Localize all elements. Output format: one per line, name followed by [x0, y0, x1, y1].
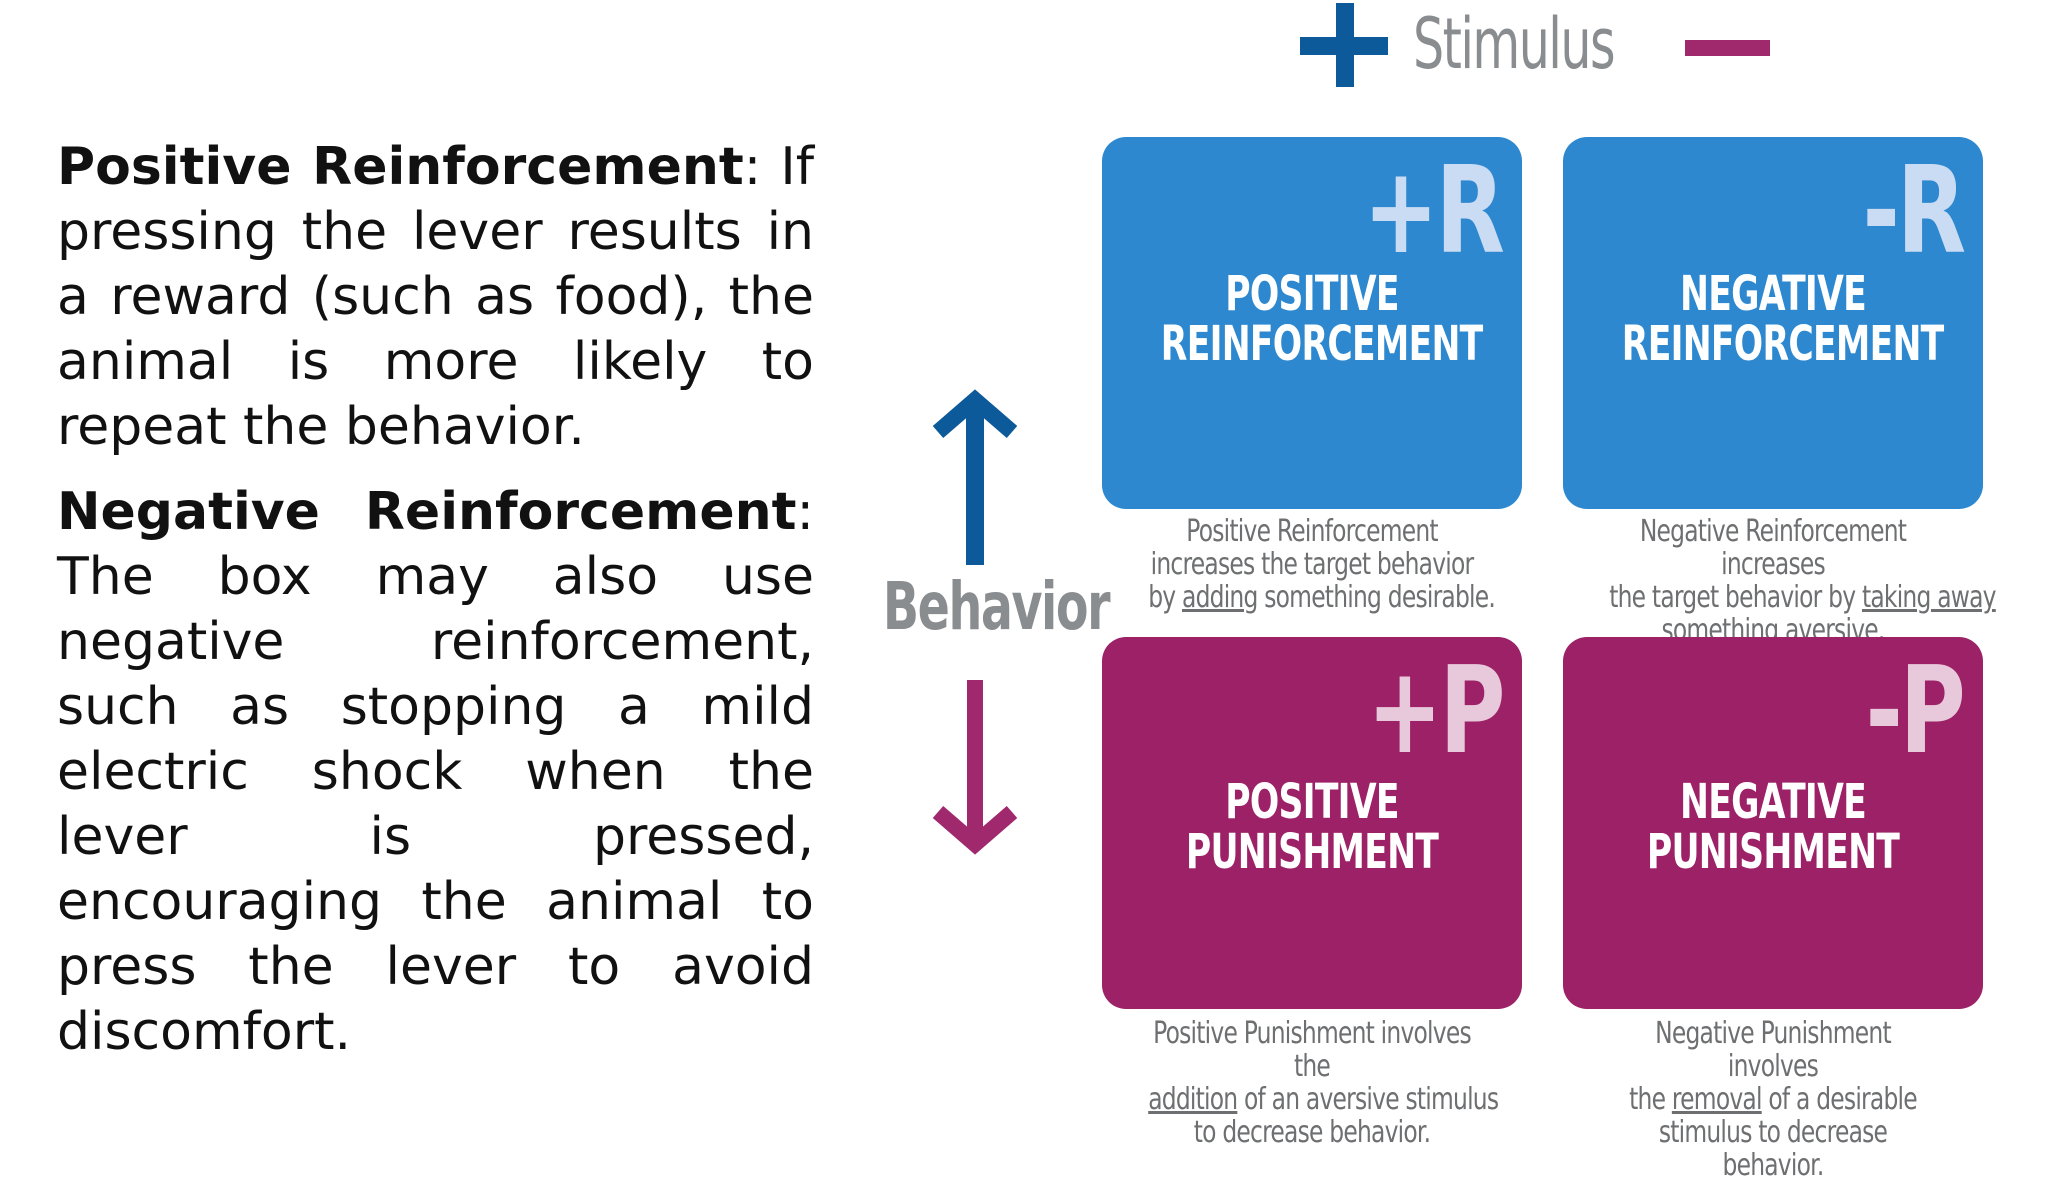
plus-icon [1300, 3, 1388, 87]
card-symbol: -R [1862, 142, 1966, 281]
card-title: POSITIVE PUNISHMENT [1161, 777, 1463, 877]
body-text: Positive Reinforcement: If pressing the … [57, 135, 814, 1085]
stimulus-label: Stimulus [1413, 3, 1616, 85]
positive-reinforcement-card: +R POSITIVE REINFORCEMENT [1102, 137, 1522, 509]
positive-reinforcement-term: Positive Reinforcement [57, 137, 744, 197]
behavior-arrows [932, 389, 1018, 855]
negative-reinforcement-caption: Negative Reinforcement increases the tar… [1609, 514, 1996, 647]
card-symbol: -P [1865, 642, 1966, 781]
negative-reinforcement-paragraph: Negative Reinforcement: The box may also… [57, 480, 814, 1065]
behavior-label: Behavior [882, 568, 1111, 645]
positive-reinforcement-description: : If pressing the lever results in a rew… [57, 137, 814, 457]
positive-reinforcement-caption: Positive Reinforcement increases the tar… [1148, 514, 1496, 615]
arrow-down-icon [932, 680, 1018, 855]
minus-icon [1685, 40, 1770, 56]
card-title-line: POSITIVE [1225, 774, 1399, 830]
card-title-line: PUNISHMENT [1185, 824, 1439, 880]
caption-line: increases the target behavior [1150, 547, 1475, 582]
stimulus-axis-header: Stimulus [1300, 0, 1780, 90]
negative-punishment-caption: Negative Punishment involves the removal… [1609, 1017, 1937, 1182]
caption-line: Positive Reinforcement [1186, 514, 1438, 549]
card-symbol: +R [1363, 142, 1505, 281]
card-title-line: POSITIVE [1225, 266, 1399, 322]
caption-line: Negative Punishment involves [1655, 1016, 1891, 1084]
card-title-line: NEGATIVE [1679, 266, 1867, 322]
caption-line: Positive Punishment involves the [1153, 1016, 1472, 1084]
positive-punishment-card: +P POSITIVE PUNISHMENT [1102, 637, 1522, 1009]
card-title: NEGATIVE REINFORCEMENT [1621, 266, 1944, 372]
arrow-up-icon [932, 389, 1018, 565]
negative-reinforcement-term: Negative Reinforcement [57, 482, 797, 542]
caption-line: addition of an aversive stimulus [1148, 1082, 1499, 1117]
caption-line: to decrease behavior. [1193, 1115, 1431, 1150]
card-title-line: NEGATIVE [1679, 774, 1867, 830]
positive-punishment-caption: Positive Punishment involves the additio… [1148, 1016, 1499, 1150]
card-title: POSITIVE REINFORCEMENT [1160, 266, 1483, 372]
card-symbol: +P [1366, 642, 1505, 781]
caption-line: Negative Reinforcement increases [1639, 514, 1907, 582]
negative-reinforcement-card: -R NEGATIVE REINFORCEMENT [1563, 137, 1983, 509]
negative-punishment-card: -P NEGATIVE PUNISHMENT [1563, 637, 1983, 1009]
card-title-line: PUNISHMENT [1646, 824, 1900, 880]
caption-line: the target behavior by taking away [1609, 580, 1996, 615]
card-title: NEGATIVE PUNISHMENT [1622, 777, 1924, 877]
card-title-line: REINFORCEMENT [1160, 316, 1483, 372]
caption-line: stimulus to decrease behavior. [1658, 1115, 1888, 1183]
card-title-line: REINFORCEMENT [1621, 316, 1944, 372]
negative-reinforcement-description: : The box may also use negative reinforc… [57, 482, 814, 1062]
caption-line: the removal of a desirable [1629, 1082, 1918, 1117]
behavior-axis: Behavior [850, 380, 1111, 860]
caption-line: by adding something desirable. [1148, 580, 1496, 615]
positive-reinforcement-paragraph: Positive Reinforcement: If pressing the … [57, 135, 814, 460]
